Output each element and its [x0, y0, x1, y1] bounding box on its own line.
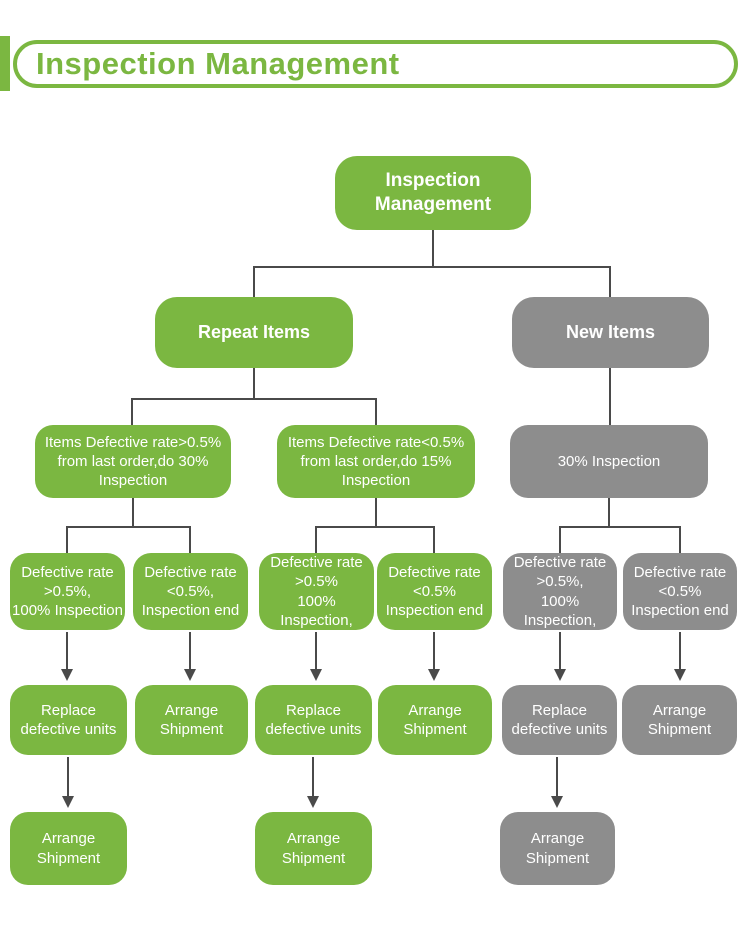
node-n-arrange-shipment: Arrange Shipment — [622, 685, 737, 755]
header-accent-bar — [0, 36, 10, 91]
node-n-defective-high: Defective rate >0.5%, 100% Inspection, — [503, 553, 617, 630]
node-n-final-arrange-shipment: Arrange Shipment — [500, 812, 615, 885]
node-rl-arrange-shipment: Arrange Shipment — [378, 685, 492, 755]
node-rh-final-arrange-shipment: Arrange Shipment — [10, 812, 127, 885]
page-title-pill — [13, 40, 738, 88]
node-rh-defective-high: Defective rate >0.5%, 100% Inspection — [10, 553, 125, 630]
node-rh-defective-low: Defective rate <0.5%, Inspection end — [133, 553, 248, 630]
page-title: Inspection Management — [36, 46, 400, 81]
node-n-replace-units: Replace defective units — [502, 685, 617, 755]
node-repeat-low-rate: Items Defective rate<0.5% from last orde… — [277, 425, 475, 498]
node-repeat-items: Repeat Items — [155, 297, 353, 368]
node-repeat-high-rate: Items Defective rate>0.5% from last orde… — [35, 425, 231, 498]
edge-n-branch — [559, 526, 681, 553]
node-new-items: New Items — [512, 297, 709, 368]
edge-rl-branch — [315, 526, 435, 553]
node-new-30-inspection: 30% Inspection — [510, 425, 708, 498]
node-inspection-management: Inspection Management — [335, 156, 531, 230]
edge-rh-branch — [66, 526, 191, 553]
edge-repeat-branch — [131, 398, 377, 425]
node-rl-defective-low: Defective rate <0.5% Inspection end — [377, 553, 492, 630]
node-rl-replace-units: Replace defective units — [255, 685, 372, 755]
node-rl-defective-high: Defective rate >0.5% 100% Inspection, — [259, 553, 374, 630]
node-rh-arrange-shipment: Arrange Shipment — [135, 685, 248, 755]
edge-root-branch — [253, 266, 611, 297]
node-n-defective-low: Defective rate <0.5% Inspection end — [623, 553, 737, 630]
node-rh-replace-units: Replace defective units — [10, 685, 127, 755]
node-rl-final-arrange-shipment: Arrange Shipment — [255, 812, 372, 885]
